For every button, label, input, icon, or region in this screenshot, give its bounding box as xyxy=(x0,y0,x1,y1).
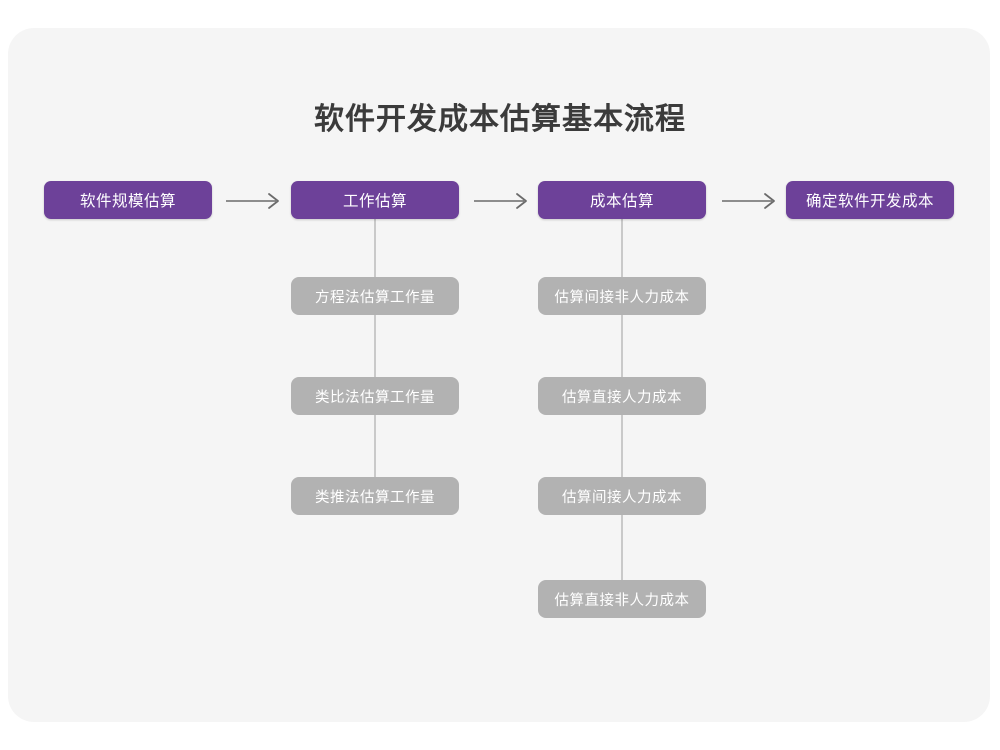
flow-node-indirect-nonlabor-cost[interactable]: 估算间接非人力成本 xyxy=(538,277,706,315)
flow-node-inference-method-workload[interactable]: 类推法估算工作量 xyxy=(291,477,459,515)
flow-node-equation-method-workload[interactable]: 方程法估算工作量 xyxy=(291,277,459,315)
connector-line-col2 xyxy=(374,218,376,480)
flow-node-indirect-labor-cost[interactable]: 估算间接人力成本 xyxy=(538,477,706,515)
arrow-right-icon xyxy=(226,191,282,211)
flow-node-direct-nonlabor-cost[interactable]: 估算直接非人力成本 xyxy=(538,580,706,618)
page-title: 软件开发成本估算基本流程 xyxy=(314,103,686,136)
flow-node-direct-labor-cost[interactable]: 估算直接人力成本 xyxy=(538,377,706,415)
arrow-right-icon xyxy=(474,191,530,211)
flow-node-software-scale-estimation[interactable]: 软件规模估算 xyxy=(44,181,212,219)
flow-node-work-estimation[interactable]: 工作估算 xyxy=(291,181,459,219)
flow-node-analogy-method-workload[interactable]: 类比法估算工作量 xyxy=(291,377,459,415)
diagram-card xyxy=(8,28,990,722)
flow-node-determine-development-cost[interactable]: 确定软件开发成本 xyxy=(786,181,954,219)
flow-node-cost-estimation[interactable]: 成本估算 xyxy=(538,181,706,219)
arrow-right-icon xyxy=(722,191,778,211)
